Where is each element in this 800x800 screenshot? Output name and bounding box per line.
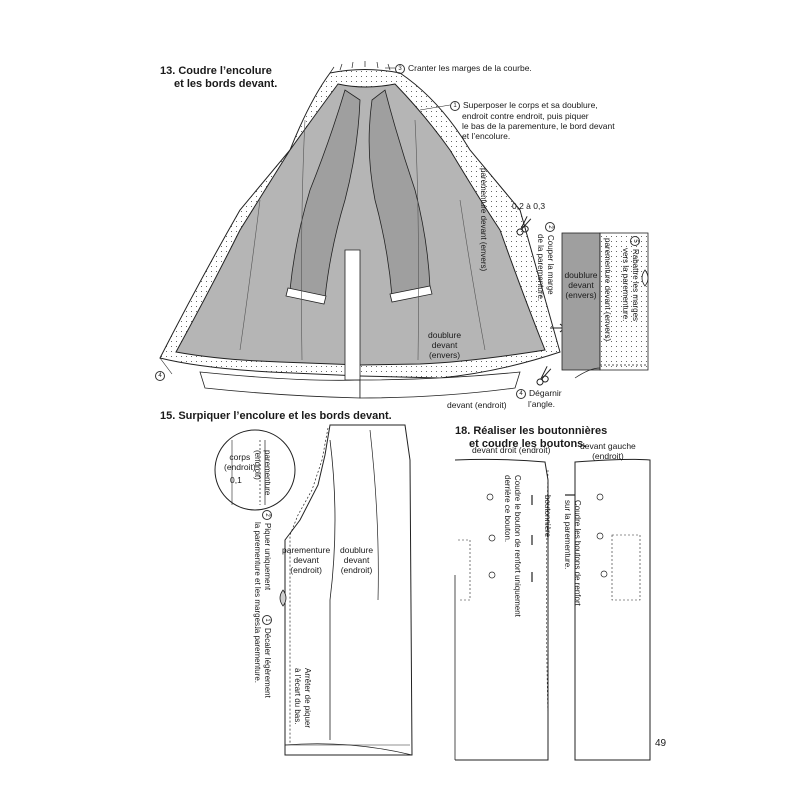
step13-note-5: 5Rabattre les marges vers la parementure… bbox=[620, 236, 640, 321]
boutons-note-line2: sur la parementure. bbox=[563, 500, 572, 570]
doublure-line2: devant bbox=[431, 340, 458, 350]
step-number-3: 3 bbox=[395, 63, 405, 74]
step13-note-5-line2: vers la parementure. bbox=[620, 248, 630, 322]
boutons-note: Coudre les boutons de renfort sur la par… bbox=[562, 500, 582, 606]
step15-parementure-line3: (endroit) bbox=[290, 565, 322, 575]
boutons-note-line1: Coudre les boutons de renfort bbox=[573, 500, 582, 606]
step15-parementure-line1: parementure bbox=[282, 545, 331, 555]
step15-note-2: 2Piquer uniquement la parementure et les… bbox=[252, 510, 272, 628]
step-number-1: 1 bbox=[450, 100, 460, 111]
step13-note-5-line1: Rabattre les marges bbox=[630, 249, 640, 322]
step-number-5: 5 bbox=[630, 236, 640, 246]
inset-doublure-line2: devant bbox=[568, 280, 594, 290]
step13-inset bbox=[536, 232, 649, 386]
doublure-line1: doublure bbox=[428, 330, 462, 340]
step15-parementure-line2: devant bbox=[293, 555, 319, 565]
step15-doublure-label: doublure devant (endroit) bbox=[340, 545, 373, 575]
step15-note-2-line1: Piquer uniquement bbox=[262, 523, 272, 591]
zoom-parementure-label: parementure (endroit) bbox=[252, 450, 272, 495]
step13-parementure-label: parementure devant (envers) bbox=[479, 168, 488, 272]
step13-note-2: 2Couper la marge de la parementure. bbox=[535, 222, 555, 301]
renfort-note: Coudre le bouton de renfort uniquement d… bbox=[502, 475, 522, 617]
doublure-line3: (envers) bbox=[428, 350, 461, 360]
step18-title-line1: 18. Réaliser les boutonnières bbox=[455, 425, 608, 437]
step13-note-3-text: Cranter les marges de la courbe. bbox=[408, 63, 532, 73]
step13-left-marker: 4 bbox=[155, 370, 168, 381]
step18-title: 18. Réaliser les boutonnières et coudre … bbox=[455, 425, 607, 451]
step-number-4-left: 4 bbox=[155, 370, 165, 381]
zoom-corps-label: corps (endroit) bbox=[224, 452, 256, 472]
inset-doublure-label: doublure devant (envers) bbox=[563, 270, 599, 300]
corps-line2: (endroit) bbox=[224, 462, 256, 472]
boutonniere-label: boutonnière bbox=[543, 495, 552, 538]
step13-note-1-line2: endroit contre endroit, puis piquer bbox=[462, 110, 589, 121]
step15-parementure-label: parementure devant (endroit) bbox=[282, 545, 330, 575]
step13-note-1-line1: Superposer le corps et sa doublure, bbox=[463, 100, 598, 110]
step13-measure: 0,2 à 0,3 bbox=[512, 201, 546, 211]
step15-doublure-line3: (endroit) bbox=[340, 565, 373, 575]
renfort-note-line2: derrière ce bouton. bbox=[503, 475, 512, 543]
step13-title: 13. Coudre l’encolure et les bords devan… bbox=[160, 65, 277, 91]
devant-gauche-line1: devant gauche bbox=[580, 441, 636, 451]
parementure-small-line1: parementure bbox=[263, 450, 272, 496]
step13-note-2-line2: de la parementure. bbox=[535, 234, 545, 302]
step15-garment bbox=[214, 424, 413, 756]
step13-doublure-label: doublure devant (envers) bbox=[428, 330, 461, 360]
step15-number-1: 1 bbox=[262, 615, 272, 625]
step13-title-line2: et les bords devant. bbox=[174, 78, 278, 90]
stop-note-line1: Arrêter de piquer bbox=[303, 668, 312, 729]
parementure-small-line2: (endroit) bbox=[253, 450, 262, 480]
inset-doublure-line3: (envers) bbox=[565, 290, 597, 300]
step15-note-2-line2: la parementure et les marges. bbox=[252, 522, 262, 629]
step15-note-1-line1: Décaler légèrement bbox=[262, 628, 272, 698]
step13-garment bbox=[159, 61, 566, 399]
step18-garments bbox=[454, 458, 651, 761]
step13-note-4-line1: Dégarnir bbox=[529, 388, 562, 398]
step18-title-line2: et coudre les boutons. bbox=[469, 438, 587, 450]
devant-gauche-line2: (endroit) bbox=[592, 451, 624, 461]
page-number: 49 bbox=[655, 738, 667, 749]
inset-doublure-line1: doublure bbox=[564, 270, 598, 280]
devant-droit-label: devant droit (endroit) bbox=[472, 445, 551, 455]
step13-title-line1: 13. Coudre l’encolure bbox=[160, 65, 272, 77]
step15-number-2: 2 bbox=[262, 510, 272, 520]
inset-parementure-label: parementure devant (envers) bbox=[603, 238, 612, 342]
step15-note-1-line2: la parementure. bbox=[252, 627, 262, 684]
step15-note-1: 1Décaler légèrement la parementure. bbox=[252, 615, 272, 698]
corps-line1: corps bbox=[229, 452, 251, 462]
step15-title: 15. Surpiquer l’encolure et les bords de… bbox=[160, 410, 392, 422]
zoom-measure: 0,1 bbox=[230, 475, 242, 485]
step15-stop-note: Arrêter de piquer à l’écart du bas. bbox=[292, 668, 312, 728]
step-number-2: 2 bbox=[545, 222, 555, 232]
step13-note-4-line2: l’angle. bbox=[528, 398, 555, 409]
stop-note-line2: à l’écart du bas. bbox=[293, 668, 302, 725]
step13-devant-label: devant (endroit) bbox=[447, 400, 507, 410]
step13-note-1-line3: le bas de la parementure, le bord devant bbox=[462, 120, 615, 131]
devant-gauche-label: devant gauche (endroit) bbox=[580, 441, 636, 461]
step13-note-1-line4: et l’encolure. bbox=[462, 130, 511, 141]
step13-note-2-line1: Couper la marge bbox=[545, 235, 555, 295]
step15-doublure-line1: doublure bbox=[340, 545, 374, 555]
renfort-note-line1: Coudre le bouton de renfort uniquement bbox=[513, 475, 522, 617]
step-number-4: 4 bbox=[516, 388, 526, 399]
step15-doublure-line2: devant bbox=[343, 555, 370, 565]
